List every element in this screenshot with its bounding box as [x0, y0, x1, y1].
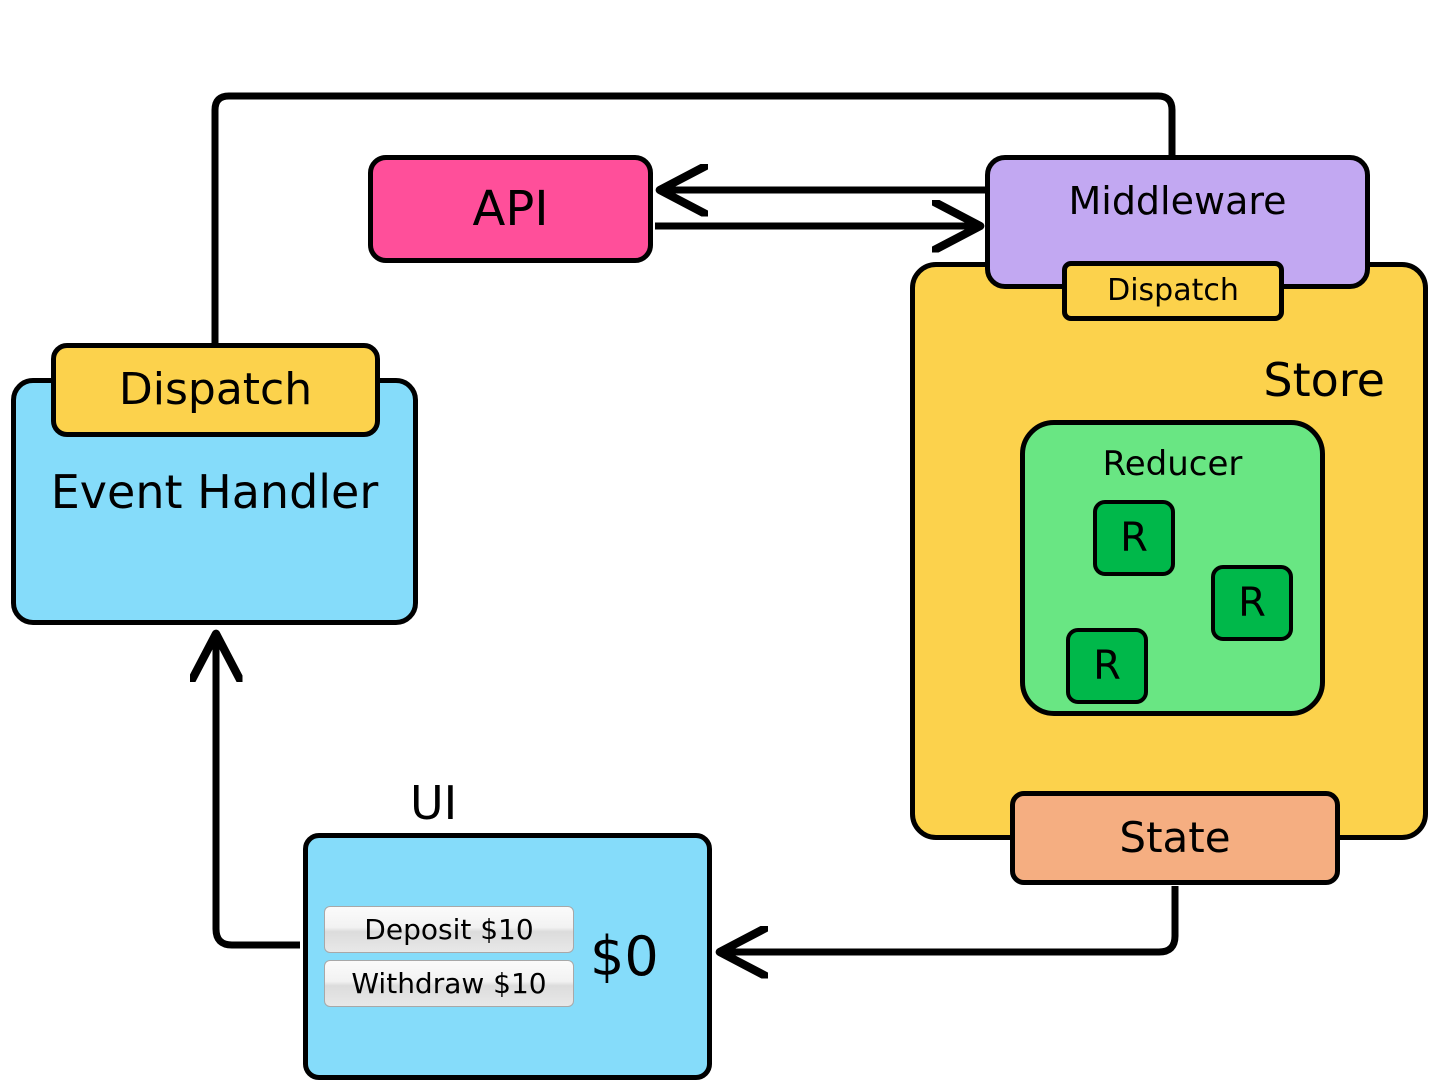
- state-node: State: [1010, 791, 1340, 885]
- ui-panel-content: Deposit $10 Withdraw $10 $0: [308, 906, 707, 1007]
- reducer-item-1: R: [1093, 500, 1175, 576]
- middleware-dispatch-badge: Dispatch: [1062, 261, 1284, 321]
- event-handler-dispatch-badge: Dispatch: [51, 343, 380, 437]
- reducer-label: Reducer: [1102, 444, 1243, 484]
- edge-state-to-ui: [722, 886, 1179, 952]
- balance-display: $0: [590, 924, 659, 988]
- reducer-item-3: R: [1066, 628, 1148, 704]
- reducer-item-2: R: [1211, 565, 1293, 641]
- event-handler-label: Event Handler: [50, 465, 379, 519]
- store-label: Store: [1263, 353, 1385, 407]
- api-node: API: [368, 155, 653, 263]
- ui-label: UI: [410, 776, 458, 830]
- withdraw-button[interactable]: Withdraw $10: [324, 960, 574, 1007]
- ui-panel: Deposit $10 Withdraw $10 $0: [303, 833, 712, 1080]
- deposit-button[interactable]: Deposit $10: [324, 906, 574, 953]
- edge-ui-to-event-handler: [216, 636, 300, 949]
- ui-button-group: Deposit $10 Withdraw $10: [324, 906, 574, 1007]
- middleware-label: Middleware: [1068, 179, 1287, 223]
